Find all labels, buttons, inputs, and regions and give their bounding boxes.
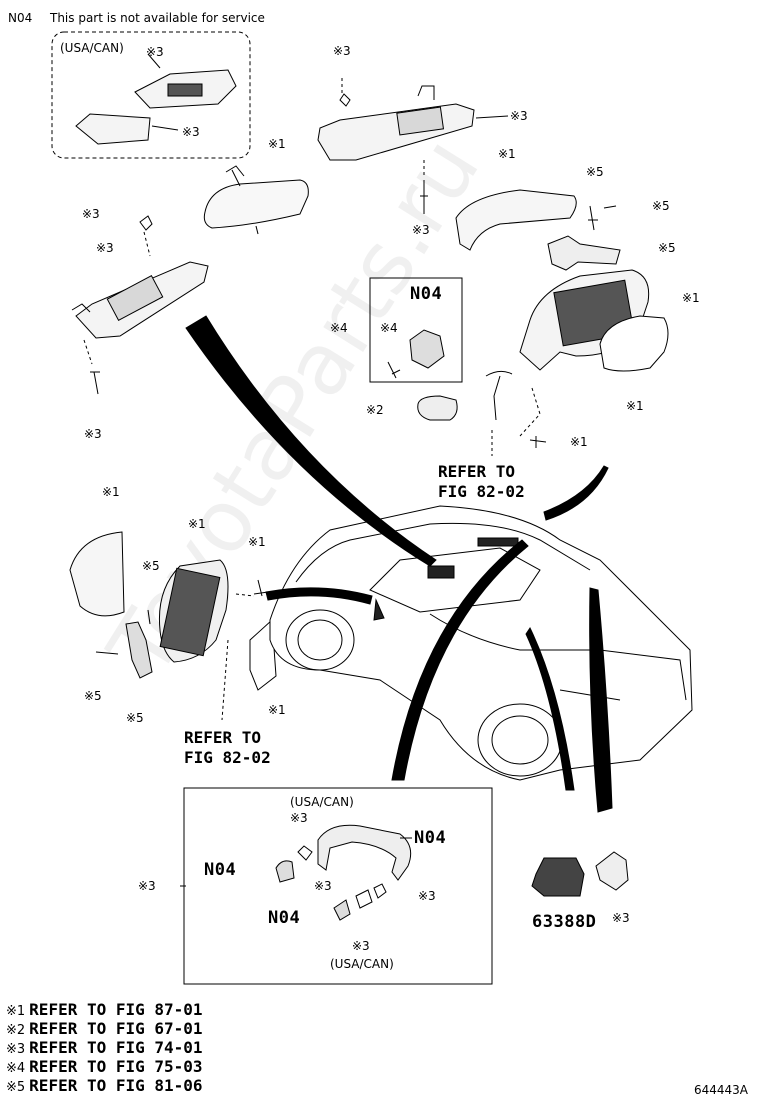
mark-m1: ※1	[248, 535, 266, 549]
header-code: N04	[8, 11, 33, 25]
mark-m3: ※3	[182, 125, 200, 139]
diagram-id: 644443A	[694, 1083, 749, 1097]
leader-curve-mirror-left	[265, 587, 373, 605]
mark-m3: ※3	[138, 879, 156, 893]
mark-m3: ※3	[612, 911, 630, 925]
mark-m5: ※5	[658, 241, 676, 255]
mark-m1: ※1	[498, 147, 516, 161]
mark-m4: ※4	[380, 321, 398, 335]
assist-grip	[317, 824, 412, 881]
refer-fig-82-02-lower: REFER TO FIG 82-02	[184, 728, 271, 767]
leader-curve-switch	[589, 587, 613, 813]
mark-m3: ※3	[510, 109, 528, 123]
mark-m3: ※3	[96, 241, 114, 255]
part-m2	[417, 395, 458, 421]
switch-63388d	[531, 857, 585, 897]
mark-m5: ※5	[586, 165, 604, 179]
refer-fig-82-02-upper: REFER TO FIG 82-02	[438, 462, 525, 501]
n04-label: N04	[414, 828, 447, 848]
region-label: (USA/CAN)	[330, 957, 394, 971]
n04-label: N04	[268, 908, 301, 928]
mark-m3: ※3	[84, 427, 102, 441]
leader-curve-grip	[391, 539, 529, 781]
mark-m5: ※5	[126, 711, 144, 725]
n04-label: N04	[410, 284, 443, 304]
mark-m3: ※3	[352, 939, 370, 953]
n04-label: N04	[204, 860, 237, 880]
overhead-console-lower	[75, 113, 151, 145]
mark-m3: ※3	[412, 223, 430, 237]
mark-m3: ※3	[290, 811, 308, 825]
mark-m4: ※4	[330, 321, 348, 335]
region-label: (USA/CAN)	[290, 795, 354, 809]
vehicle-outline	[269, 505, 693, 781]
mark-m5: ※5	[84, 689, 102, 703]
grip-callout-box	[183, 787, 493, 985]
mirror-cover-right	[455, 189, 577, 251]
region-label: (USA/CAN)	[60, 41, 124, 55]
mark-m3: ※3	[314, 879, 332, 893]
sun-visor-right	[317, 103, 475, 161]
mark-m2: ※2	[366, 403, 384, 417]
header-note: This part is not available for service	[50, 11, 265, 25]
mark-m5: ※5	[142, 559, 160, 573]
mark-m5: ※5	[652, 199, 670, 213]
mirror-bracket	[547, 235, 621, 271]
leader-curve-visor	[185, 315, 437, 567]
mark-m3: ※3	[82, 207, 100, 221]
mark-m3: ※3	[333, 44, 351, 58]
mark-m1: ※1	[570, 435, 588, 449]
mark-m1: ※1	[268, 703, 286, 717]
leader-curve-mirror-right	[543, 465, 609, 521]
mark-m1: ※1	[626, 399, 644, 413]
mirror-cover-left	[69, 531, 125, 617]
n04-part	[409, 329, 445, 369]
mark-m1: ※1	[268, 137, 286, 151]
mark-m3: ※3	[146, 45, 164, 59]
usa-can-callout-box	[51, 31, 251, 159]
rear-view-mirror	[203, 179, 309, 229]
mark-m3: ※3	[418, 889, 436, 903]
mark-m1: ※1	[188, 517, 206, 531]
mark-m1: ※1	[102, 485, 120, 499]
n04-callout-box	[369, 277, 463, 383]
mirror-bracket-left	[125, 621, 153, 679]
mark-m1: ※1	[682, 291, 700, 305]
part-number-label: 63388D	[532, 912, 597, 932]
mirror-glass	[599, 315, 669, 372]
